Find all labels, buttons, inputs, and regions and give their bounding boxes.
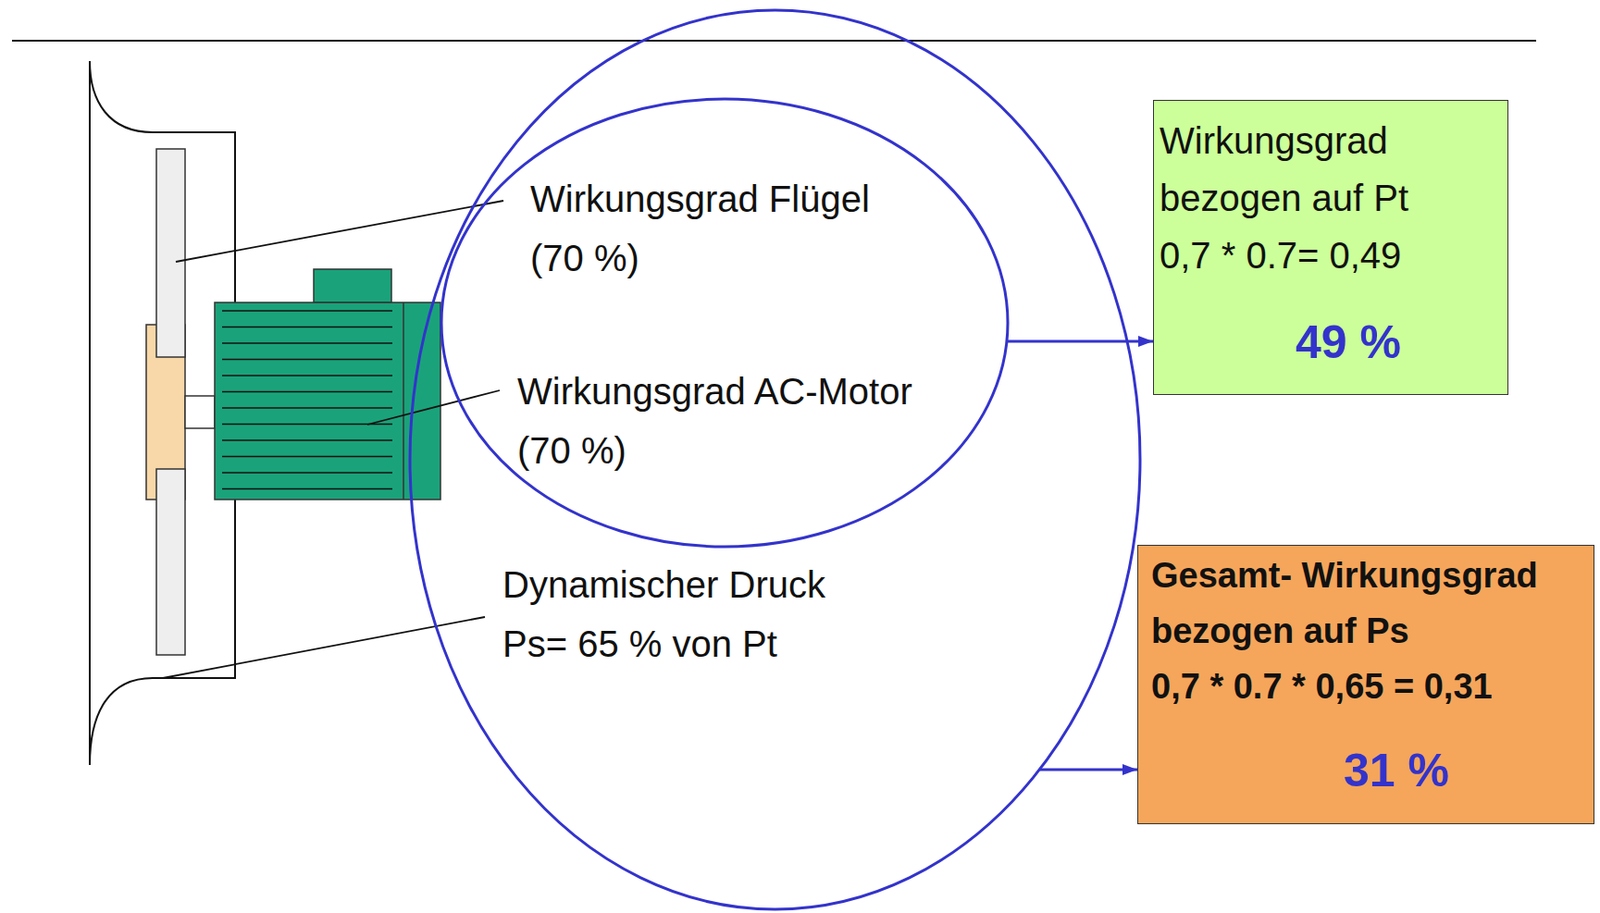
rule-line <box>12 39 1537 42</box>
ellipse-outline <box>439 97 1010 549</box>
terminal-box <box>313 269 392 303</box>
result-box: Wirkungsgrad bezogen auf Pt0,7 * 0.7= 0,… <box>1153 99 1509 396</box>
result-arrow <box>1006 340 1154 344</box>
fan-housing <box>89 61 236 766</box>
text-slot: Dynamischer Druck Ps= 65 % von Pt <box>502 555 864 674</box>
system-ellipse: Dynamischer Druck Ps= 65 % von PtWirkung… <box>408 8 1142 912</box>
formula-text: 0,7 * 0.7 * 0,65 = 0,31 <box>1151 658 1587 715</box>
fan-blade <box>156 148 186 358</box>
leader-lines <box>162 200 504 679</box>
percent-value: 31 % <box>1206 743 1587 799</box>
box-heading: Wirkungsgrad bezogen auf Pt <box>1159 111 1465 227</box>
motor-fins <box>222 310 393 490</box>
result-arrow <box>1039 768 1138 772</box>
formula-text: 0,7 * 0.7= 0,49 <box>1159 226 1501 285</box>
part-label: Dynamischer Druck Ps= 65 % von Pt <box>502 555 864 674</box>
motor-body <box>214 302 441 500</box>
motor-shaft <box>185 396 215 429</box>
part-label: Wirkungsgrad AC-Motor (70 %) <box>517 361 943 481</box>
fan-blade <box>156 469 186 656</box>
box-heading: Gesamt- Wirkungsgrad bezogen auf Ps <box>1151 547 1587 659</box>
text-slot: Wirkungsgrad AC-Motor (70 %) <box>517 361 943 481</box>
result-box: Gesamt- Wirkungsgrad bezogen auf Ps0,7 *… <box>1137 545 1595 825</box>
percent-value: 49 % <box>1196 314 1501 371</box>
text-slot: Wirkungsgrad Flügel (70 %) <box>530 169 901 288</box>
drive-ellipse: Wirkungsgrad Flügel (70 %) Wirkungsgrad A… <box>439 97 1010 549</box>
part-label: Wirkungsgrad Flügel (70 %) <box>530 169 901 288</box>
motor-endcap <box>402 302 405 500</box>
